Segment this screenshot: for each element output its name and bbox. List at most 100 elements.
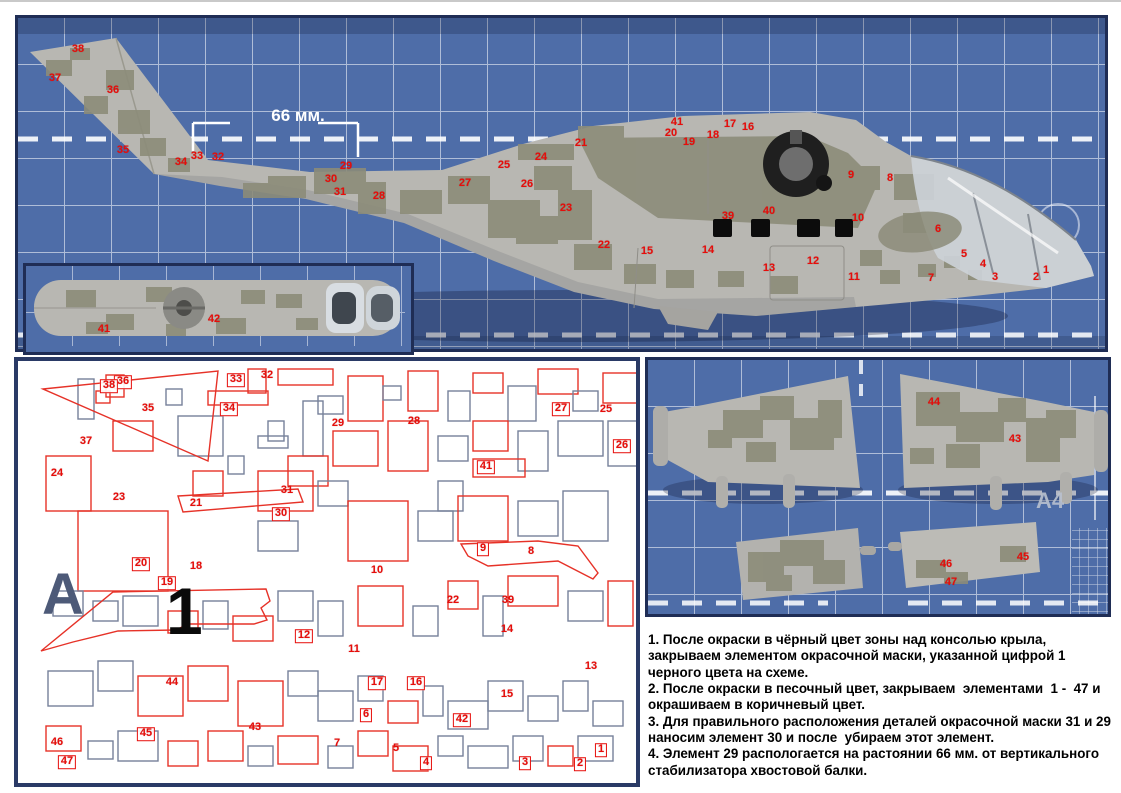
stabilizer-pin — [860, 546, 876, 555]
mask-outline-shape — [317, 395, 344, 415]
pylon — [1060, 472, 1072, 504]
measurement-label: 66 мм. — [271, 106, 325, 125]
mask-outline-shape — [122, 595, 159, 627]
part-label-10: 10 — [370, 564, 384, 577]
mask-outline-shape — [457, 495, 509, 542]
mask-outline-poly — [177, 488, 304, 513]
mask-outline-shape — [317, 480, 349, 507]
mask-outline-poly — [459, 540, 599, 580]
instruction-item-1: 1. После окраски в чёрный цвет зоны над … — [648, 632, 1070, 680]
part-label-21: 21 — [574, 137, 588, 150]
mask-outline-shape — [562, 680, 589, 712]
instruction-item-4: 4. Элемент 29 распологается на растоянии… — [648, 746, 1103, 778]
mask-outline-shape — [412, 605, 439, 637]
mask-outline-shape — [47, 670, 94, 707]
part-label-25: 25 — [497, 159, 511, 172]
pylon — [716, 476, 728, 508]
mask-outline-shape — [487, 680, 524, 712]
wing-right — [898, 374, 1108, 510]
mask-outline-shape — [187, 665, 229, 702]
mask-outline-shape — [137, 675, 184, 717]
wings-photo-art — [648, 360, 1108, 614]
part-label-40: 40 — [762, 205, 776, 218]
part-label-18: 18 — [706, 129, 720, 142]
mask-outline-shape — [472, 458, 526, 478]
wing-endplate — [653, 406, 668, 466]
rotor-hub — [763, 130, 832, 197]
mask-outline-shape — [112, 420, 154, 452]
part-label-22: 22 — [597, 239, 611, 252]
mask-outline-shape — [422, 685, 444, 717]
part-label-11: 11 — [848, 271, 860, 284]
mask-outline-shape — [607, 580, 634, 627]
mask-outline-shape — [357, 730, 389, 757]
part-label-46: 46 — [50, 736, 64, 749]
part-label-10: 10 — [851, 212, 865, 225]
mask-outline-shape — [382, 385, 402, 401]
part-label-27: 27 — [458, 177, 472, 190]
part-label-28: 28 — [407, 415, 421, 428]
mask-outline-shape — [547, 745, 574, 767]
part-label-15: 15 — [500, 688, 514, 701]
mask-outline-shape — [302, 400, 324, 457]
part-label-6: 6 — [359, 708, 373, 722]
part-label-31: 31 — [280, 484, 294, 497]
pylon — [783, 474, 795, 508]
part-label-17: 17 — [367, 676, 387, 690]
stabilizer-pin — [888, 542, 902, 551]
part-label-27: 27 — [551, 402, 571, 416]
part-label-9: 9 — [847, 169, 855, 182]
mask-outline-shape — [267, 420, 285, 442]
mat-fine-grid — [1072, 528, 1108, 614]
mask-outline-shape — [45, 455, 92, 512]
part-label-9: 9 — [476, 542, 490, 556]
mask-outline-shape — [607, 420, 636, 467]
part-label-35: 35 — [116, 144, 130, 157]
mask-outline-shape — [472, 372, 504, 394]
mask-outline-shape — [527, 695, 559, 722]
part-label-29: 29 — [339, 160, 353, 173]
mask-outline-shape — [317, 600, 344, 637]
part-label-13: 13 — [584, 660, 598, 673]
part-label-19: 19 — [682, 136, 696, 149]
part-label-3: 3 — [991, 271, 999, 284]
part-label-47: 47 — [944, 576, 958, 589]
part-label-42: 42 — [207, 313, 221, 326]
part-label-37: 37 — [48, 72, 62, 85]
part-label-15: 15 — [640, 245, 654, 258]
part-label-36: 36 — [106, 84, 120, 97]
mask-outline-shape — [97, 660, 134, 692]
part-label-41: 41 — [670, 116, 684, 129]
part-label-8: 8 — [527, 545, 535, 558]
instruction-item-2: 2. После окраски в песочный цвет, закрыв… — [648, 681, 1105, 713]
part-label-25: 25 — [599, 403, 613, 416]
part-label-32: 32 — [260, 369, 274, 382]
wing-endplate — [1094, 410, 1108, 472]
mask-outline-shape — [287, 670, 319, 697]
part-label-21: 21 — [189, 497, 203, 510]
pylon — [990, 476, 1002, 510]
mask-outline-shape — [407, 370, 439, 412]
part-label-38: 38 — [99, 379, 119, 393]
mask-outline-shape — [507, 575, 559, 607]
mask-outline-shape — [277, 590, 314, 622]
mask-outline-shape — [277, 735, 319, 765]
mask-outline-shape — [557, 420, 604, 457]
mask-outline-shape — [517, 500, 559, 537]
mask-outline-shape — [447, 700, 489, 730]
part-label-33: 33 — [190, 150, 204, 163]
mask-outline-shape — [482, 595, 504, 637]
mask-outline-shape — [165, 388, 183, 406]
mask-outline-shape — [257, 435, 289, 449]
part-label-23: 23 — [112, 491, 126, 504]
mask-outline-shape — [447, 390, 471, 422]
mask-outline-shape — [437, 435, 469, 462]
mask-outline-shape — [87, 740, 114, 760]
part-label-3: 3 — [518, 756, 532, 770]
mat-size-label: A4 — [1036, 488, 1065, 513]
part-label-32: 32 — [211, 151, 225, 164]
measurement-bracket — [191, 121, 360, 157]
